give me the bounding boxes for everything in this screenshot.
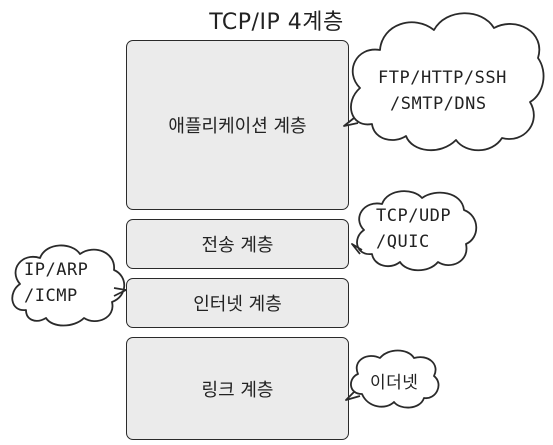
application-protocols-line1: FTP/HTTP/SSH xyxy=(378,68,507,88)
application-layer-box: 애플리케이션 계층 xyxy=(126,40,349,210)
application-layer-label: 애플리케이션 계층 xyxy=(168,116,307,137)
internet-protocols-cloud: IP/ARP /ICMP xyxy=(8,240,128,328)
internet-layer-box: 인터넷 계층 xyxy=(126,278,349,328)
transport-protocols-line1: TCP/UDP xyxy=(376,206,452,226)
application-protocols-line2: /SMTP/DNS xyxy=(390,94,487,114)
internet-cloud-shape xyxy=(11,244,127,327)
application-protocols-cloud: FTP/HTTP/SSH /SMTP/DNS xyxy=(342,6,548,156)
link-layer-box: 링크 계층 xyxy=(126,337,349,440)
diagram-title: TCP/IP 4계층 xyxy=(209,10,344,35)
transport-cloud-shape xyxy=(351,190,478,272)
internet-layer-label: 인터넷 계층 xyxy=(193,294,282,315)
transport-protocols-line2: /QUIC xyxy=(376,232,430,252)
internet-protocols-line2: /ICMP xyxy=(24,286,78,306)
internet-protocols-line1: IP/ARP xyxy=(24,260,89,280)
link-protocols-cloud: 이더넷 xyxy=(345,348,442,410)
link-protocols-line1: 이더넷 xyxy=(370,373,419,393)
link-layer-label: 링크 계층 xyxy=(201,379,274,401)
transport-protocols-cloud: TCP/UDP /QUIC xyxy=(351,188,480,272)
application-cloud-shape xyxy=(343,12,545,152)
link-cloud-shape xyxy=(345,349,440,409)
transport-layer-label: 전송 계층 xyxy=(201,235,274,256)
transport-layer-box: 전송 계층 xyxy=(126,219,349,269)
